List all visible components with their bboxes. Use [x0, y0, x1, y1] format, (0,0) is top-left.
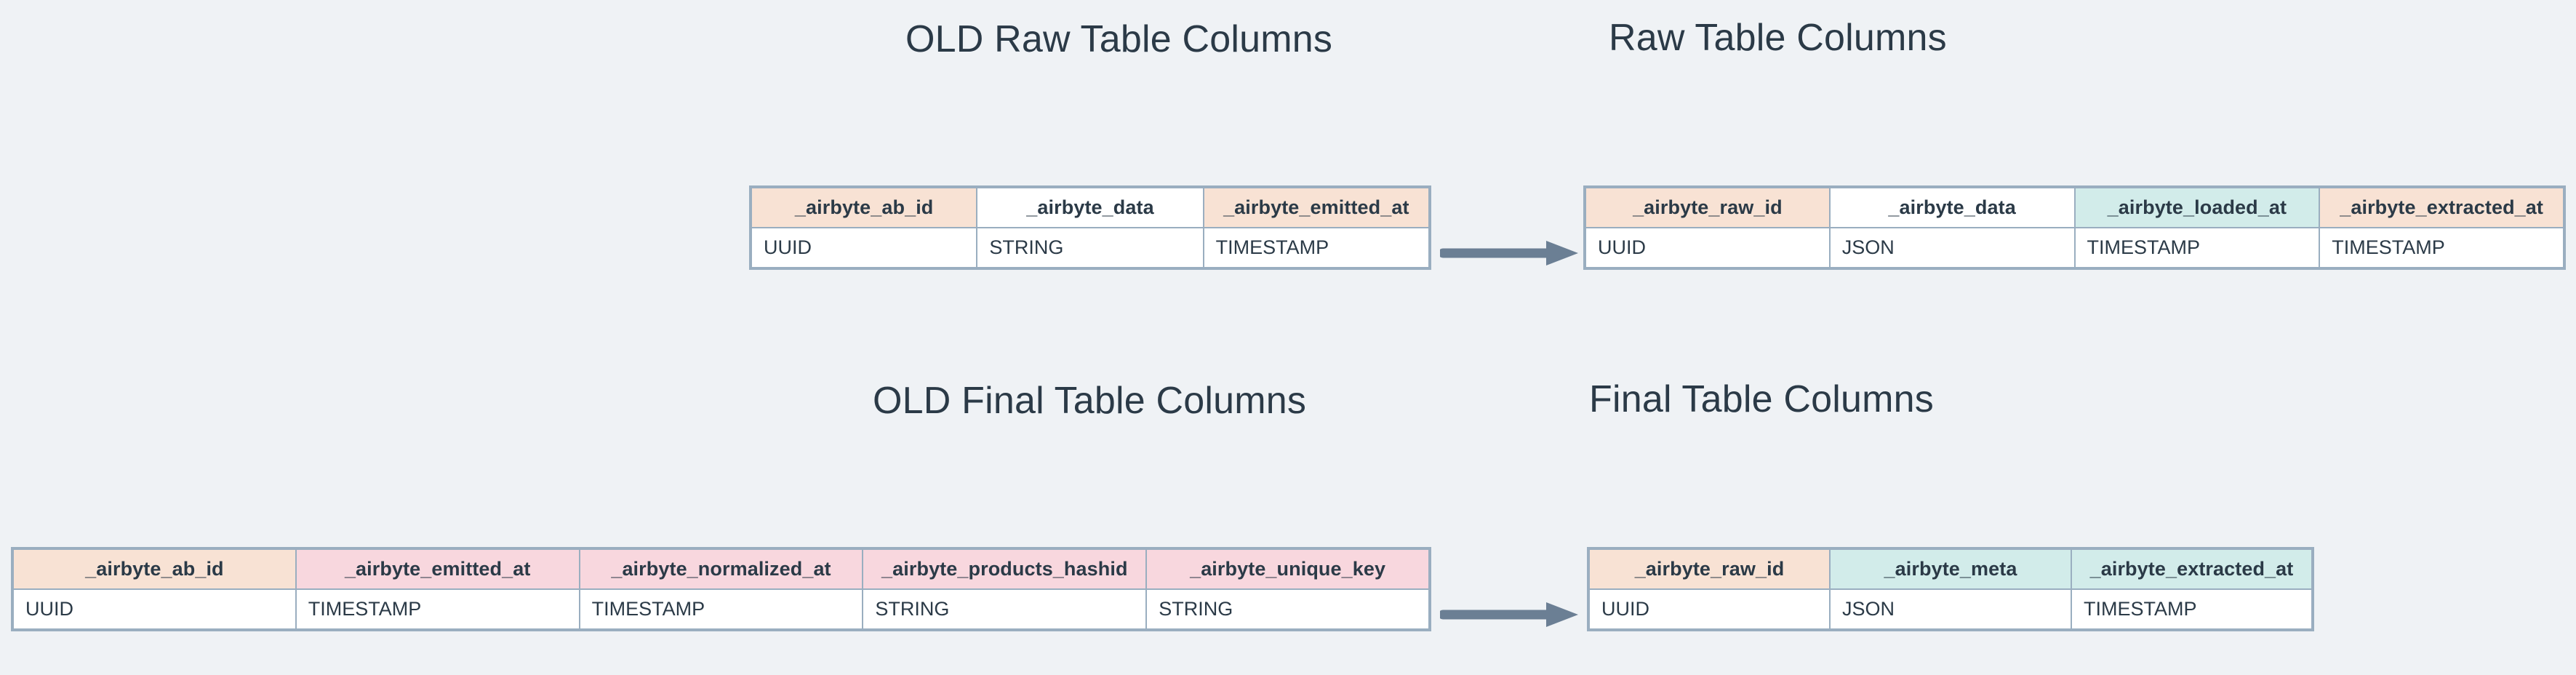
column-type-cell: JSON: [1829, 588, 2072, 631]
column-header-cell: _airbyte_emitted_at: [1202, 186, 1431, 228]
table-header-row: _airbyte_ab_id_airbyte_emitted_at_airbyt…: [12, 548, 1431, 590]
new-raw-table: _airbyte_raw_id_airbyte_data_airbyte_loa…: [1583, 185, 2566, 270]
column-header-cell: _airbyte_extracted_at: [2071, 548, 2313, 590]
table-header-row: _airbyte_ab_id_airbyte_data_airbyte_emit…: [749, 186, 1431, 228]
column-type-cell: UUID: [12, 588, 297, 631]
column-type-cell: UUID: [1588, 588, 1831, 631]
column-type-cell: TIMESTAMP: [295, 588, 580, 631]
column-header-cell: _airbyte_emitted_at: [295, 548, 580, 590]
arrow-right-icon: [1440, 598, 1585, 631]
column-header-cell: _airbyte_loaded_at: [2073, 186, 2321, 228]
new-final-table-title: Final Table Columns: [1589, 378, 1934, 420]
column-header-cell: _airbyte_products_hashid: [862, 548, 1148, 590]
column-type-cell: JSON: [1828, 227, 2076, 269]
old-raw-table-title: OLD Raw Table Columns: [905, 18, 1333, 60]
column-header-cell: _airbyte_data: [1828, 186, 2076, 228]
column-header-cell: _airbyte_ab_id: [12, 548, 297, 590]
column-header-cell: _airbyte_ab_id: [749, 186, 978, 228]
old-final-table-title: OLD Final Table Columns: [873, 380, 1307, 422]
column-type-cell: STRING: [1145, 588, 1431, 631]
column-header-cell: _airbyte_extracted_at: [2319, 186, 2565, 228]
column-header-cell: _airbyte_raw_id: [1584, 186, 1831, 228]
column-header-cell: _airbyte_raw_id: [1588, 548, 1831, 590]
column-type-cell: TIMESTAMP: [1202, 227, 1431, 269]
column-type-cell: STRING: [862, 588, 1148, 631]
new-final-table: _airbyte_raw_id_airbyte_meta_airbyte_ext…: [1587, 547, 2314, 631]
old-final-table: _airbyte_ab_id_airbyte_emitted_at_airbyt…: [11, 547, 1431, 631]
column-type-cell: TIMESTAMP: [2319, 227, 2565, 269]
table-header-row: _airbyte_raw_id_airbyte_meta_airbyte_ext…: [1588, 548, 2313, 590]
column-type-cell: UUID: [749, 227, 978, 269]
arrow-right-icon: [1440, 236, 1585, 270]
column-type-cell: TIMESTAMP: [2073, 227, 2321, 269]
column-type-cell: TIMESTAMP: [2071, 588, 2313, 631]
column-header-cell: _airbyte_meta: [1829, 548, 2072, 590]
column-header-cell: _airbyte_unique_key: [1145, 548, 1431, 590]
table-header-row: _airbyte_raw_id_airbyte_data_airbyte_loa…: [1584, 186, 2565, 228]
column-header-cell: _airbyte_data: [976, 186, 1204, 228]
old-raw-table: _airbyte_ab_id_airbyte_data_airbyte_emit…: [749, 185, 1431, 270]
column-type-cell: STRING: [976, 227, 1204, 269]
column-header-cell: _airbyte_normalized_at: [578, 548, 864, 590]
new-raw-table-title: Raw Table Columns: [1609, 17, 1947, 59]
column-type-cell: UUID: [1584, 227, 1831, 269]
column-type-cell: TIMESTAMP: [578, 588, 864, 631]
